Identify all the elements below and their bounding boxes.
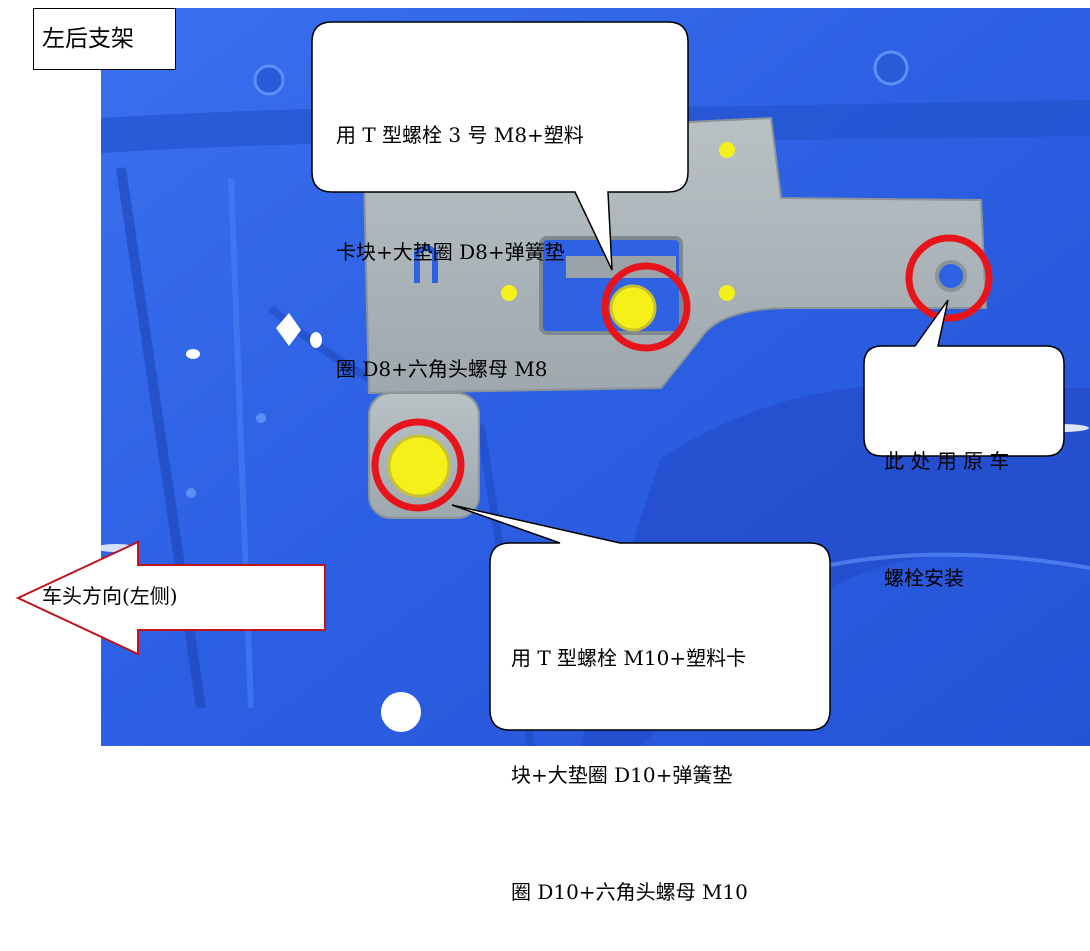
highlight-m8 [601,262,691,352]
bolt-m8 [609,284,657,332]
hole-round [381,692,421,732]
u-mark [414,245,438,283]
hole-2 [310,332,322,348]
hole-diamond [276,313,301,346]
callout-bottom-bubble [451,504,831,731]
callout-top-bubble [311,21,689,271]
callout-top-line-1: 用 T 型螺栓 3 号 M8+塑料 [336,123,584,147]
slot-bar [566,256,676,278]
callout-bottom-line-2: 块+大垫圈 D10+弹簧垫 [511,763,733,787]
small-bolt-3 [719,285,735,301]
boss-1 [253,64,285,96]
hole-1 [186,349,200,359]
dot-1 [186,488,196,498]
callout-right-line-2: 螺栓安装 [884,566,964,590]
callout-bottom-line-1: 用 T 型螺栓 M10+塑料卡 [511,646,747,670]
direction-arrow [15,540,326,656]
callout-right-text: 此 处 用 原 车 螺栓安装 [884,364,1009,637]
original-bolt [935,260,967,292]
callout-right-line-1: 此 处 用 原 车 [884,449,1010,473]
callout-top-text: 用 T 型螺栓 3 号 M8+塑料 卡块+大垫圈 D8+弹簧垫 圈 D8+六角头… [336,38,584,428]
highlight-m10 [371,418,465,512]
title-label: 左后支架 [33,8,176,70]
highlight-original [905,234,993,322]
callout-bottom-line-3: 圈 D10+六角头螺母 M10 [511,880,748,904]
callout-right-bubble [863,299,1065,457]
callout-bottom-text: 用 T 型螺栓 M10+塑料卡 块+大垫圈 D10+弹簧垫 圈 D10+六角头螺… [511,561,748,951]
bolt-m10 [387,434,451,498]
small-bolt-1 [719,142,735,158]
callout-top-line-3: 圈 D8+六角头螺母 M8 [336,357,548,381]
dot-2 [256,413,266,423]
boss-2 [873,50,909,86]
direction-label: 车头方向(左侧) [42,584,178,608]
callout-layer [15,21,1065,731]
callout-top-line-2: 卡块+大垫圈 D8+弹簧垫 [336,240,565,264]
small-bolt-2 [501,285,517,301]
